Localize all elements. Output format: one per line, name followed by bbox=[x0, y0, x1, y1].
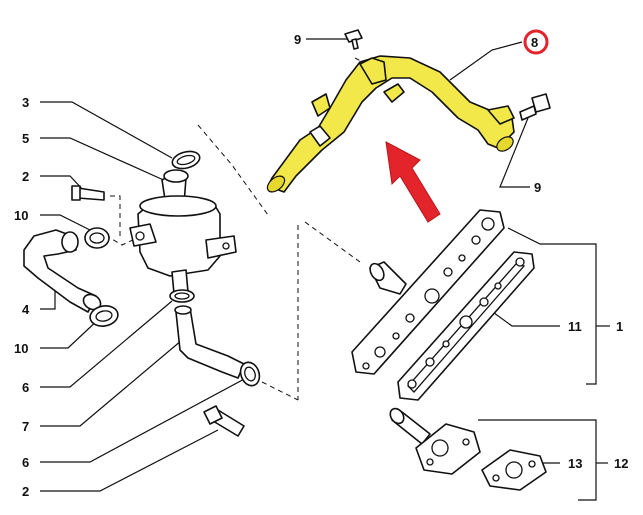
part-4-hose[interactable] bbox=[23, 229, 103, 313]
part-9-bolt-top[interactable] bbox=[344, 29, 363, 50]
label-7: 7 bbox=[22, 419, 29, 434]
part-6-clamp-lower[interactable] bbox=[237, 360, 262, 389]
direction-arrow bbox=[385, 141, 441, 223]
callout-8-ring bbox=[523, 29, 549, 55]
label-10-lower: 10 bbox=[14, 341, 28, 356]
label-8: 8 bbox=[531, 35, 538, 50]
label-5: 5 bbox=[22, 131, 29, 146]
label-1: 1 bbox=[616, 319, 623, 334]
label-10-upper: 10 bbox=[14, 208, 28, 223]
part-2-bolt-upper[interactable] bbox=[71, 185, 105, 201]
label-3: 3 bbox=[22, 95, 29, 110]
label-13: 13 bbox=[568, 456, 582, 471]
label-4: 4 bbox=[22, 302, 30, 317]
label-2-lower: 2 bbox=[22, 484, 29, 499]
leader-lines bbox=[40, 38, 610, 501]
part-12-fitting[interactable] bbox=[387, 406, 481, 475]
part-2-bolt-lower[interactable] bbox=[203, 405, 245, 437]
label-6-lower: 6 bbox=[22, 455, 29, 470]
label-12: 12 bbox=[614, 456, 628, 471]
label-9-top: 9 bbox=[294, 32, 301, 47]
callout-numbers: 3 5 2 10 4 10 6 7 6 2 9 8 9 11 1 13 12 bbox=[14, 32, 628, 499]
part-10-clamp-upper[interactable] bbox=[84, 227, 110, 249]
part-1-cooler-body[interactable] bbox=[351, 209, 505, 375]
label-6-upper: 6 bbox=[22, 380, 29, 395]
part-3-hose-clamp[interactable] bbox=[170, 149, 201, 172]
part-11-gasket[interactable] bbox=[397, 251, 535, 401]
part-8-coolant-pipe[interactable] bbox=[264, 55, 515, 195]
part-7-hose[interactable] bbox=[174, 305, 245, 379]
label-11: 11 bbox=[568, 319, 582, 334]
part-10-clamp-lower[interactable] bbox=[88, 304, 119, 329]
part-6-clamp-upper[interactable] bbox=[169, 289, 195, 303]
part-5-filter-housing[interactable] bbox=[129, 169, 237, 295]
label-9-right: 9 bbox=[534, 180, 541, 195]
part-9-bolt-right[interactable] bbox=[519, 93, 551, 121]
label-2-upper: 2 bbox=[22, 169, 29, 184]
part-13-gasket[interactable] bbox=[481, 449, 547, 491]
